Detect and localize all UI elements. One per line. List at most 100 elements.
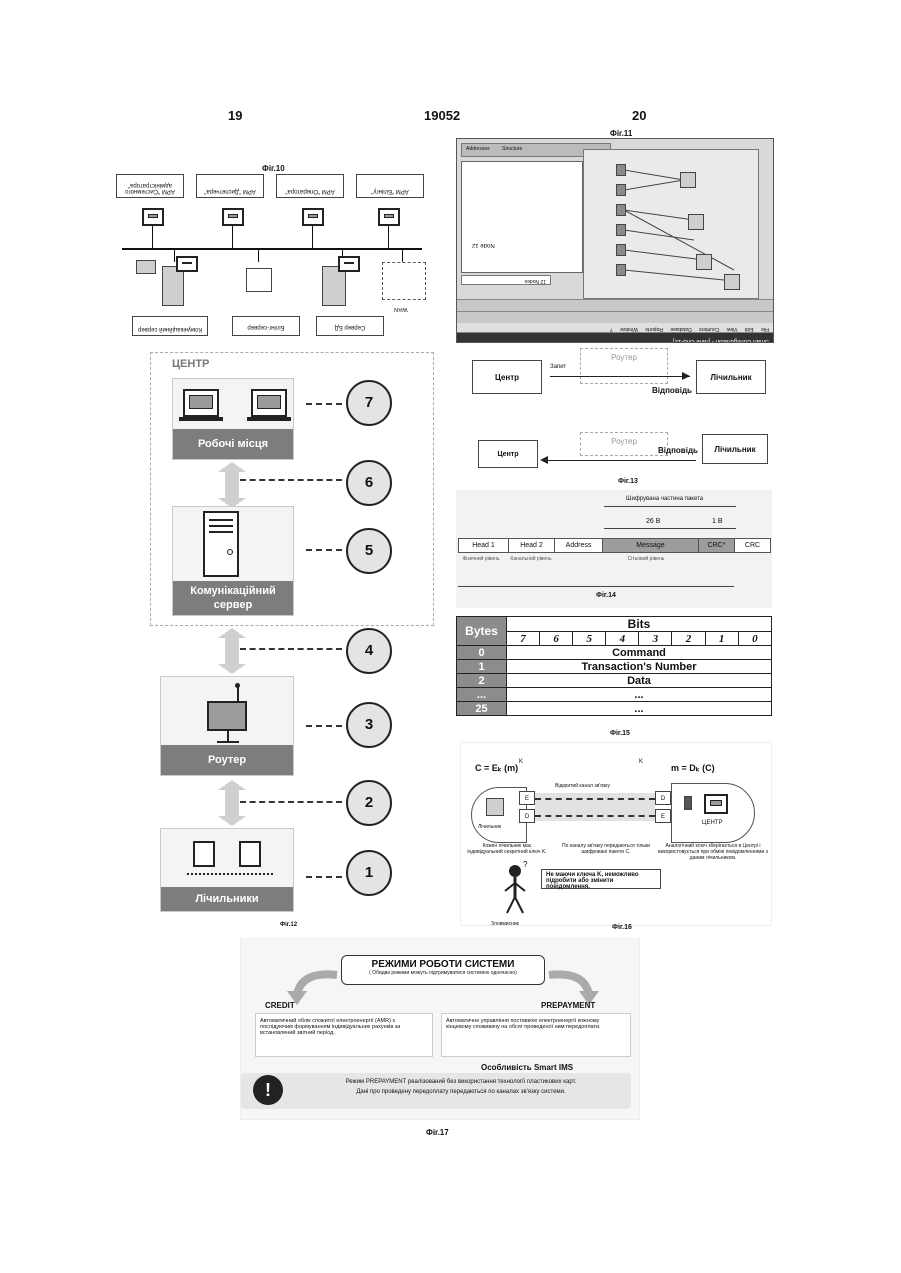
double-arrow-icon	[225, 638, 239, 664]
note-mid: По каналу зв'язку передаються тільки шиф…	[561, 843, 651, 855]
page-number-right: 20	[632, 108, 646, 123]
bit-5: 5	[573, 632, 606, 646]
toolbar-bottom	[457, 311, 774, 323]
meter-icon	[486, 798, 504, 816]
response-label: Відповідь	[658, 446, 698, 455]
fig16-caption: Фіг.16	[612, 924, 632, 931]
meter-node-icon[interactable]	[724, 274, 740, 290]
server-icon	[136, 260, 156, 274]
tree-node-label[interactable]: Node 12	[472, 242, 495, 248]
meter-node-icon[interactable]	[688, 214, 704, 230]
center-monitor-icon	[704, 794, 728, 814]
menu-edit[interactable]: Edit	[745, 326, 754, 332]
server-label-comm: Комунікаційний сервер	[132, 316, 208, 336]
byte-value: Transaction's Number	[507, 660, 772, 674]
menu-window[interactable]: Window	[620, 326, 638, 332]
menu-reports[interactable]: Reports	[645, 326, 663, 332]
menu-counters[interactable]: Counters	[699, 326, 719, 332]
meter-node-icon[interactable]	[696, 254, 712, 270]
credit-description: Автоматичний облік спожитої електроенерг…	[255, 1013, 433, 1057]
document-number: 19052	[424, 108, 460, 123]
byte-index: 2	[457, 674, 507, 688]
tab-addresses[interactable]: Addresses	[466, 146, 490, 152]
meter-icon	[193, 841, 215, 867]
structure-canvas[interactable]	[583, 149, 759, 299]
byte-value: ...	[507, 702, 772, 716]
workstation-monitor-icon	[302, 208, 324, 226]
panel-workstations-label: Робочі місця	[173, 429, 293, 459]
menu-bar[interactable]: File Edit View Counters Database Reports…	[457, 323, 774, 333]
fig15-caption: Фіг.15	[610, 730, 630, 737]
server-label-billing: Білінг-сервер	[232, 316, 300, 336]
feature-title: Особливість Smart IMS	[481, 1063, 573, 1072]
field-crc: CRC	[735, 539, 771, 553]
menu-view[interactable]: View	[727, 326, 738, 332]
server-label-db: Сервер БД	[316, 316, 384, 336]
tab-structure[interactable]: Structure	[502, 146, 522, 152]
layer-physical: Фізичний рівень	[458, 556, 504, 586]
node-icon[interactable]	[616, 164, 626, 176]
encrypt-block-right: E	[655, 809, 671, 823]
fig11-caption: Фіг.11	[610, 129, 632, 138]
panel-workstations: Робочі місця	[172, 378, 294, 460]
db-server-icon	[322, 266, 346, 306]
fig12-caption: Фіг.12	[280, 922, 297, 928]
level-1: 1	[346, 850, 392, 896]
table-row: 25 ...	[457, 702, 772, 716]
fig10-diagram: Фіг.10 АРМ "Системного адміністратора" А…	[112, 160, 444, 342]
router-small-icon	[684, 796, 692, 810]
wan-cloud-icon	[382, 262, 426, 300]
note-left: Кожен лічильник має індивідуальний секре…	[465, 843, 549, 855]
toolbar-top	[457, 299, 774, 311]
channel-label: Відкритий канал зв'язку	[555, 783, 610, 789]
svg-text:?: ?	[523, 860, 528, 869]
key-right: K	[639, 759, 643, 765]
wan-label: WAN	[394, 306, 408, 312]
byte-value: ...	[507, 688, 772, 702]
workstation-icon	[183, 389, 219, 417]
attacker-label: Зловмисник	[491, 921, 519, 927]
arrow-left-icon	[540, 456, 548, 464]
panel-router-label: Роутер	[161, 745, 293, 775]
table-row: 0 Command	[457, 646, 772, 660]
ws-label-admin: АРМ "Системного адміністратора"	[116, 174, 184, 198]
meter-node-icon[interactable]	[680, 172, 696, 188]
level-4: 4	[346, 628, 392, 674]
node-icon[interactable]	[616, 264, 626, 276]
credit-label: CREDIT	[265, 1001, 295, 1010]
window-title-bar: Smart Configuration - [Nine Grid-12]	[457, 333, 774, 343]
workstation-monitor-icon	[222, 208, 244, 226]
ws-label-billing: АРМ "Білінгу"	[356, 174, 424, 198]
tree-panel[interactable]: Node 12	[461, 161, 583, 273]
meter-label: Лічильник	[478, 824, 501, 830]
workstation-monitor-icon	[142, 208, 164, 226]
packet-fields-table: Head 1 Head 2 Address Message CRC* CRC	[458, 538, 771, 553]
byte-index: ...	[457, 688, 507, 702]
node-icon[interactable]	[616, 204, 626, 216]
network-bus	[122, 248, 422, 250]
server-monitor-icon	[176, 256, 198, 272]
fig17-modes: РЕЖИМИ РОБОТИ СИСТЕМИ ( Обидва режими мо…	[240, 938, 640, 1120]
menu-file[interactable]: File	[761, 326, 769, 332]
exclamation-icon: !	[253, 1075, 283, 1105]
billing-server-icon	[246, 268, 272, 292]
curved-arrows-icon	[241, 961, 641, 1021]
node-icon[interactable]	[616, 184, 626, 196]
panel-meters: Лічильники	[160, 828, 294, 912]
menu-help[interactable]: ?	[610, 326, 613, 332]
node-icon[interactable]	[616, 244, 626, 256]
fig15-table: Bytes Bits 7 6 5 4 3 2 1 0 0 Command 1 T…	[456, 616, 772, 716]
bit-1: 1	[705, 632, 738, 646]
bit-7: 7	[507, 632, 540, 646]
panel-meters-label: Лічильники	[161, 887, 293, 911]
menu-database[interactable]: Database	[670, 326, 691, 332]
layer-network: Сітьовий рівень	[596, 556, 696, 586]
router-icon	[207, 701, 247, 731]
double-arrow-icon	[225, 472, 239, 498]
meter-icon	[239, 841, 261, 867]
center-label: ЦЕНТР	[702, 820, 722, 826]
bit-2: 2	[672, 632, 705, 646]
workstation-monitor-icon	[378, 208, 400, 226]
node-icon[interactable]	[616, 224, 626, 236]
size-main: 26 B	[646, 518, 660, 525]
